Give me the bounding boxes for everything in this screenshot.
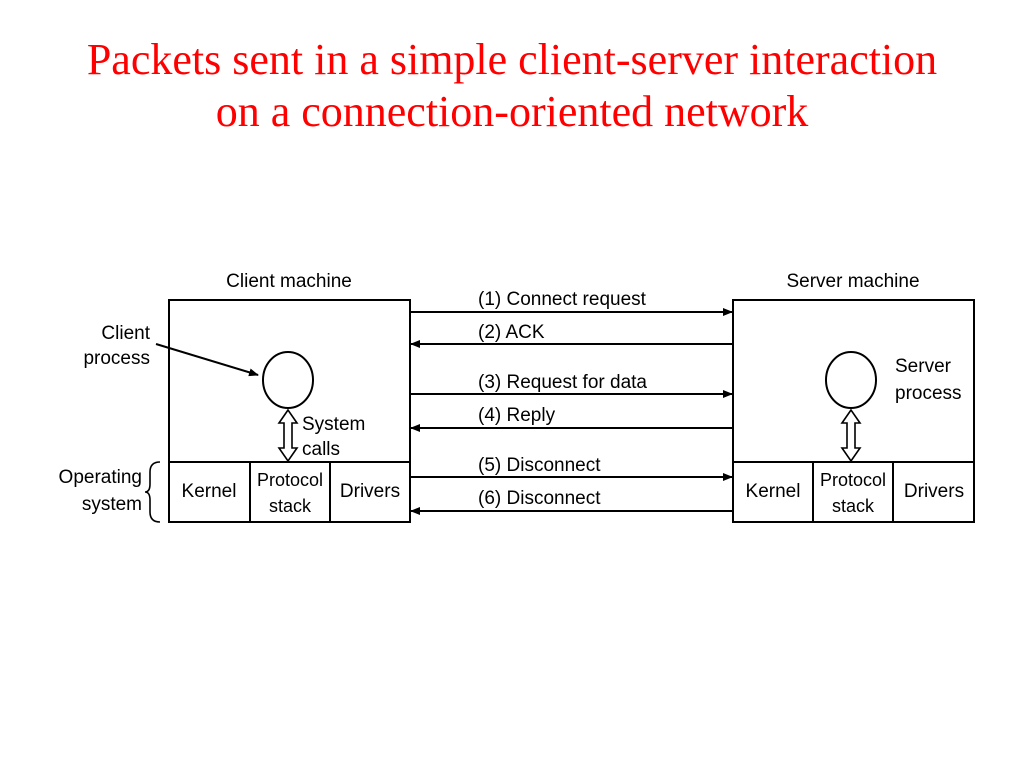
client-protocol-label-2: stack bbox=[269, 496, 312, 516]
client-process-label-2: process bbox=[83, 348, 150, 369]
client-process-pointer bbox=[155, 343, 259, 377]
os-label-1: Operating bbox=[59, 467, 142, 488]
message-label: (1) Connect request bbox=[478, 289, 647, 310]
server-machine-label: Server machine bbox=[786, 271, 919, 292]
message-label: (3) Request for data bbox=[478, 372, 647, 393]
client-machine-label: Client machine bbox=[226, 271, 352, 292]
server-syscall-arrow bbox=[840, 408, 862, 463]
message-5: (5) Disconnect bbox=[410, 455, 733, 481]
message-2: (2) ACK bbox=[410, 322, 733, 348]
message-1: (1) Connect request bbox=[410, 289, 733, 316]
slide-title: Packets sent in a simple client-server i… bbox=[0, 34, 1024, 138]
title-line-1: Packets sent in a simple client-server i… bbox=[86, 35, 938, 84]
server-protocol-label-1: Protocol bbox=[820, 470, 886, 490]
message-label: (5) Disconnect bbox=[478, 455, 601, 476]
client-drivers-label: Drivers bbox=[340, 481, 400, 502]
client-syscalls-label-2: calls bbox=[302, 439, 340, 460]
message-3: (3) Request for data bbox=[410, 372, 733, 398]
message-label: (4) Reply bbox=[478, 405, 556, 426]
message-label: (2) ACK bbox=[478, 322, 545, 343]
client-kernel-label: Kernel bbox=[182, 481, 237, 502]
title-line-2: on a connection-oriented network bbox=[215, 87, 809, 136]
os-brace bbox=[144, 461, 161, 523]
server-drivers-label: Drivers bbox=[904, 481, 964, 502]
server-kernel-label: Kernel bbox=[746, 481, 801, 502]
client-syscalls-label-1: System bbox=[302, 414, 365, 435]
message-6: (6) Disconnect bbox=[410, 488, 733, 515]
server-machine-box bbox=[732, 299, 975, 523]
message-label: (6) Disconnect bbox=[478, 488, 601, 509]
os-label-2: system bbox=[82, 494, 142, 515]
client-protocol-label-1: Protocol bbox=[257, 470, 323, 490]
client-process-label-1: Client bbox=[101, 323, 150, 344]
client-process-circle bbox=[262, 351, 314, 409]
message-4: (4) Reply bbox=[410, 405, 733, 432]
client-syscall-arrow bbox=[277, 408, 299, 463]
server-process-label-1: Server bbox=[895, 356, 952, 377]
server-process-circle bbox=[825, 351, 877, 409]
server-protocol-label-2: stack bbox=[832, 496, 875, 516]
server-process-label-2: process bbox=[895, 383, 962, 404]
client-machine-box bbox=[168, 299, 411, 523]
